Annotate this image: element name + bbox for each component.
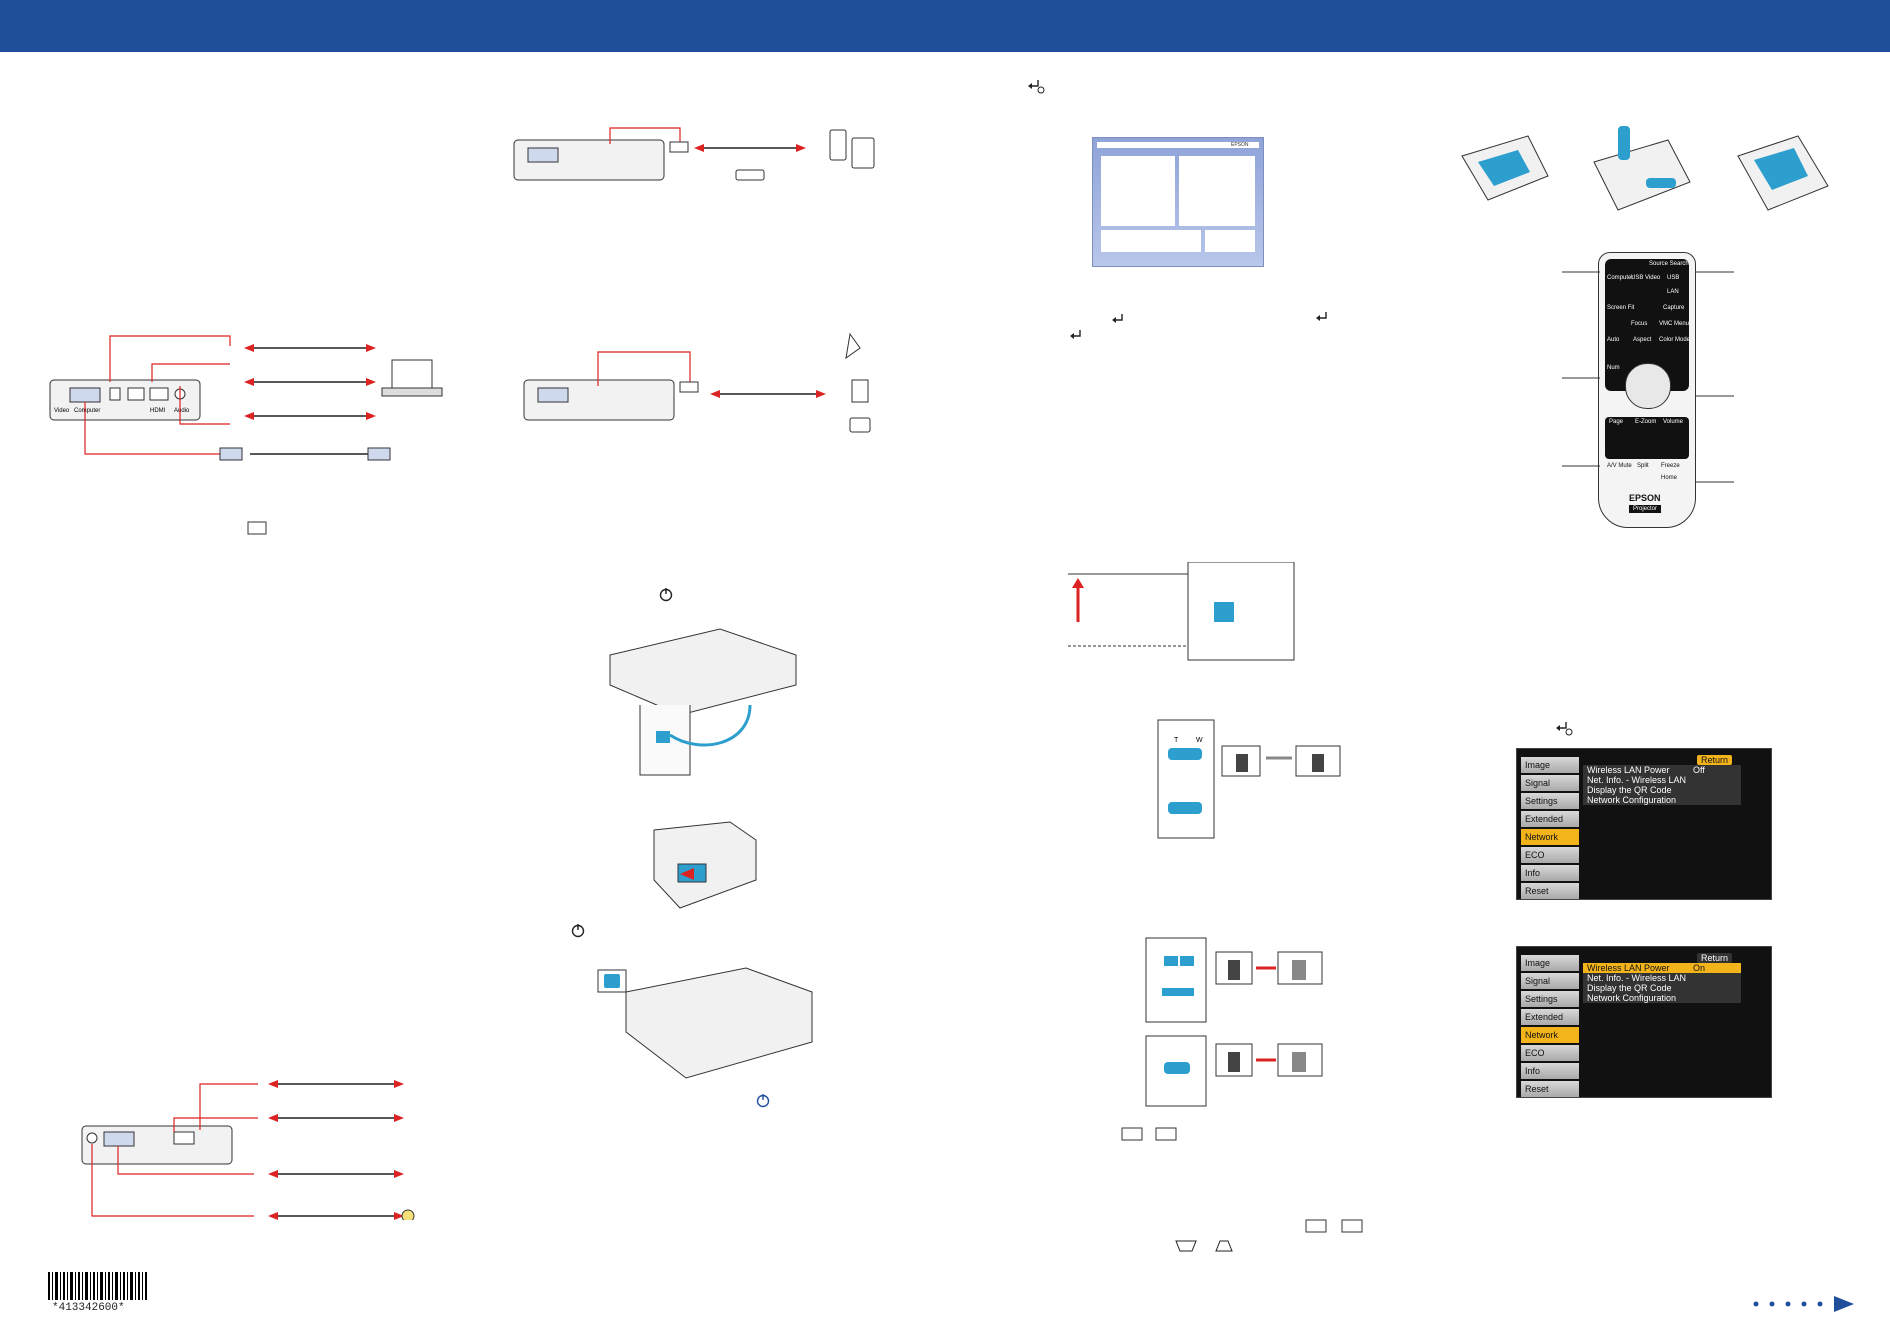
computer-connection-diagram: Video Computer HDMI Audio [40,320,460,470]
return-button[interactable]: Return [1697,755,1732,765]
return-button[interactable]: Return [1697,953,1732,963]
remote-model: Projector [1629,505,1661,513]
projector-power-button-illustration [596,962,816,1082]
wireless-lan-power-value: On [1693,963,1705,973]
document-camera-connection-diagram [520,330,900,440]
lens-cover-illustration [650,820,760,910]
menu-network[interactable]: Network [1521,1027,1579,1043]
menu-info[interactable]: Info [1521,1063,1579,1079]
menu-image[interactable]: Image [1521,757,1579,773]
page-navigation[interactable] [1750,1294,1860,1314]
menu-item-qr-code[interactable]: Display the QR Code [1583,983,1741,993]
video-audio-connection-diagram [78,1070,448,1220]
enter-icon [1554,720,1574,738]
barcode [48,1272,148,1302]
menu-reset[interactable]: Reset [1521,883,1579,899]
zoom-t-label: T [1174,737,1179,744]
header-bar [0,0,1890,52]
menu-item-network-config[interactable]: Network Configuration [1583,795,1741,805]
usb-device-connection-diagram [510,120,890,200]
arrow-right-icon [1834,1296,1854,1312]
menu-item-wireless-lan-power[interactable]: Wireless LAN Power [1583,765,1741,775]
network-menu-off: Image Signal Settings Extended Network E… [1516,748,1772,900]
menu-eco[interactable]: ECO [1521,1045,1579,1061]
menu-info[interactable]: Info [1521,865,1579,881]
menu-settings[interactable]: Settings [1521,991,1579,1007]
enter-icon [1026,78,1046,96]
projector-height-adjust-illustration [1064,562,1298,662]
keystone-button-icons [1120,1126,1180,1142]
barcode-number: *413342600* [52,1302,125,1314]
aspect-icon [246,520,270,536]
home-screen-preview: EPSON [1092,137,1264,267]
menu-extended[interactable]: Extended [1521,1009,1579,1025]
menu-eco[interactable]: ECO [1521,847,1579,863]
menu-settings[interactable]: Settings [1521,793,1579,809]
home-screen-brand: EPSON [1231,142,1249,148]
menu-image[interactable]: Image [1521,955,1579,971]
wireless-lan-power-value: Off [1693,765,1705,775]
enter-icon [1310,308,1340,328]
remote-callout-lines [1560,260,1736,500]
port-label-computer: Computer [74,408,100,414]
power-cord-illustration [600,625,800,785]
power-icon-blue [755,1092,771,1108]
enter-icons-group [1060,308,1160,344]
menu-item-qr-code[interactable]: Display the QR Code [1583,785,1741,795]
menu-reset[interactable]: Reset [1521,1081,1579,1097]
port-label-hdmi: HDMI [150,408,166,414]
menu-item-network-config[interactable]: Network Configuration [1583,993,1741,1003]
menu-signal[interactable]: Signal [1521,775,1579,791]
port-label-audio: Audio [174,408,190,414]
menu-extended[interactable]: Extended [1521,811,1579,827]
port-label-video: Video [54,408,70,414]
power-icon [570,922,586,938]
focus-adjust-illustration [1144,936,1334,1110]
menu-item-wireless-lan-power[interactable]: Wireless LAN Power [1583,963,1741,973]
battery-install-illustration [1458,126,1858,226]
zoom-ring-illustration: T W [1156,718,1346,842]
power-icon [658,586,674,602]
menu-item-net-info[interactable]: Net. Info. - Wireless LAN [1583,775,1741,785]
zoom-w-label: W [1196,737,1203,744]
keystone-icons [1172,1238,1234,1254]
network-menu-on: Image Signal Settings Extended Network E… [1516,946,1772,1098]
menu-item-net-info[interactable]: Net. Info. - Wireless LAN [1583,973,1741,983]
keystone-button-icons [1300,1218,1370,1234]
menu-signal[interactable]: Signal [1521,973,1579,989]
menu-network[interactable]: Network [1521,829,1579,845]
